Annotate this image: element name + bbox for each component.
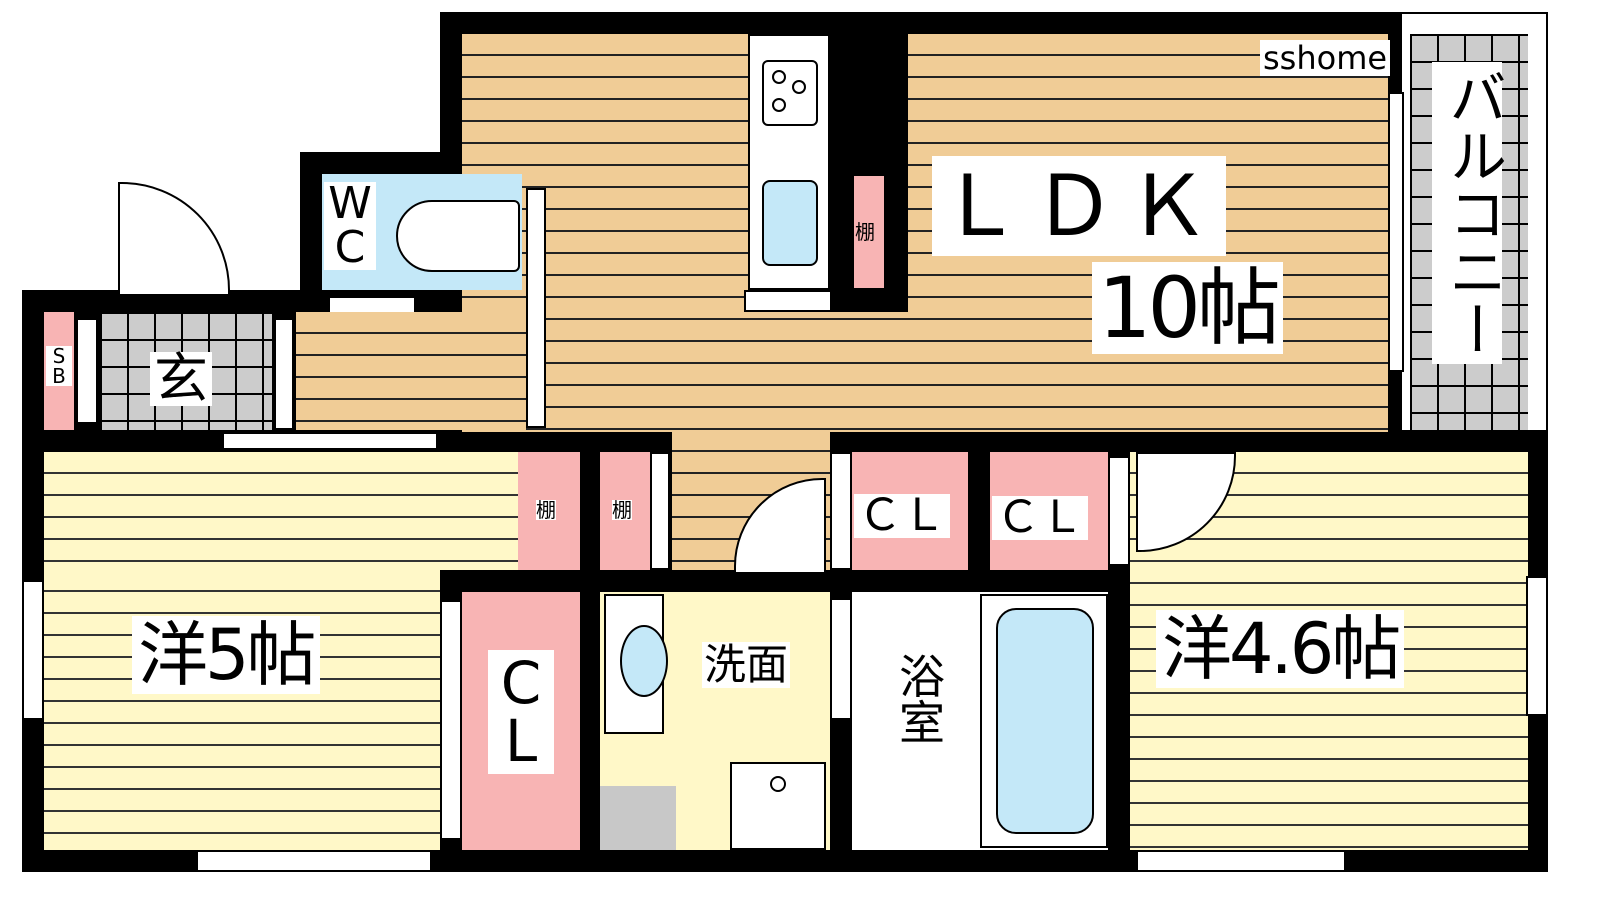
wc-label-c: C [334, 222, 366, 273]
closet-1-label: ＣＬ [854, 494, 950, 538]
kitchen-shelf-label: 棚 [855, 220, 875, 244]
bathtub-icon [996, 608, 1094, 834]
washbasin-icon [620, 625, 668, 697]
shoe-box-label-s: S [52, 344, 66, 368]
closet-large-label-c: C [500, 649, 542, 717]
western-room-46-south-window [1136, 850, 1346, 872]
wc-label-w: W [328, 178, 372, 229]
shoe-box-doors[interactable] [76, 318, 98, 424]
washing-machine-icon [730, 762, 826, 850]
western-room-5-floor-top [44, 452, 518, 570]
western-room-46-window [1526, 576, 1548, 716]
closet-large-label-l: L [504, 707, 538, 775]
entrance-window [222, 432, 438, 450]
shelf-2-label: 棚 [612, 498, 632, 522]
bathroom-label-2: 室 [899, 696, 945, 750]
western-room-5-label: 洋5帖 [132, 616, 320, 694]
front-door[interactable] [118, 182, 230, 296]
ldk-label: ＬＤＫ [932, 156, 1227, 256]
watermark-text: sshome [1260, 40, 1391, 76]
wc-partition-window [526, 188, 546, 428]
bathroom-label-1: 浴 [899, 650, 945, 704]
toilet-icon [396, 200, 520, 272]
balcony-label: バルコニー [1432, 62, 1507, 364]
shelf-2-door[interactable] [650, 452, 670, 570]
closet-2-label: ＣＬ [992, 496, 1088, 540]
western-room-5-south-window [196, 850, 432, 872]
washroom-label: 洗面 [702, 640, 791, 689]
entrance-label: 玄 [150, 352, 212, 406]
closet-large-door[interactable] [440, 600, 462, 840]
western-room-5-window [22, 580, 44, 720]
western-room-5-floor [44, 570, 440, 850]
kitchen-shelf [852, 174, 886, 290]
shoe-box-label-b: B [52, 364, 66, 388]
bathroom-label: 浴室 [896, 654, 948, 746]
shelf-1-label: 棚 [536, 498, 556, 522]
western-room-46-label: 洋4.6帖 [1156, 610, 1405, 688]
ldk-size-label: 10帖 [1092, 262, 1283, 354]
hallway-floor-upper [296, 312, 526, 430]
closet-1-door[interactable] [830, 452, 852, 570]
bathroom-door[interactable] [830, 598, 852, 720]
closet-2-door[interactable] [1108, 456, 1130, 566]
kitchen-sink-icon [762, 180, 818, 266]
balcony-window [1388, 92, 1404, 372]
entrance-step [274, 318, 294, 430]
ldk-floor [462, 34, 1388, 432]
stove-icon [762, 60, 818, 126]
storage-box [600, 786, 676, 850]
kitchen-counter-end [744, 290, 832, 312]
